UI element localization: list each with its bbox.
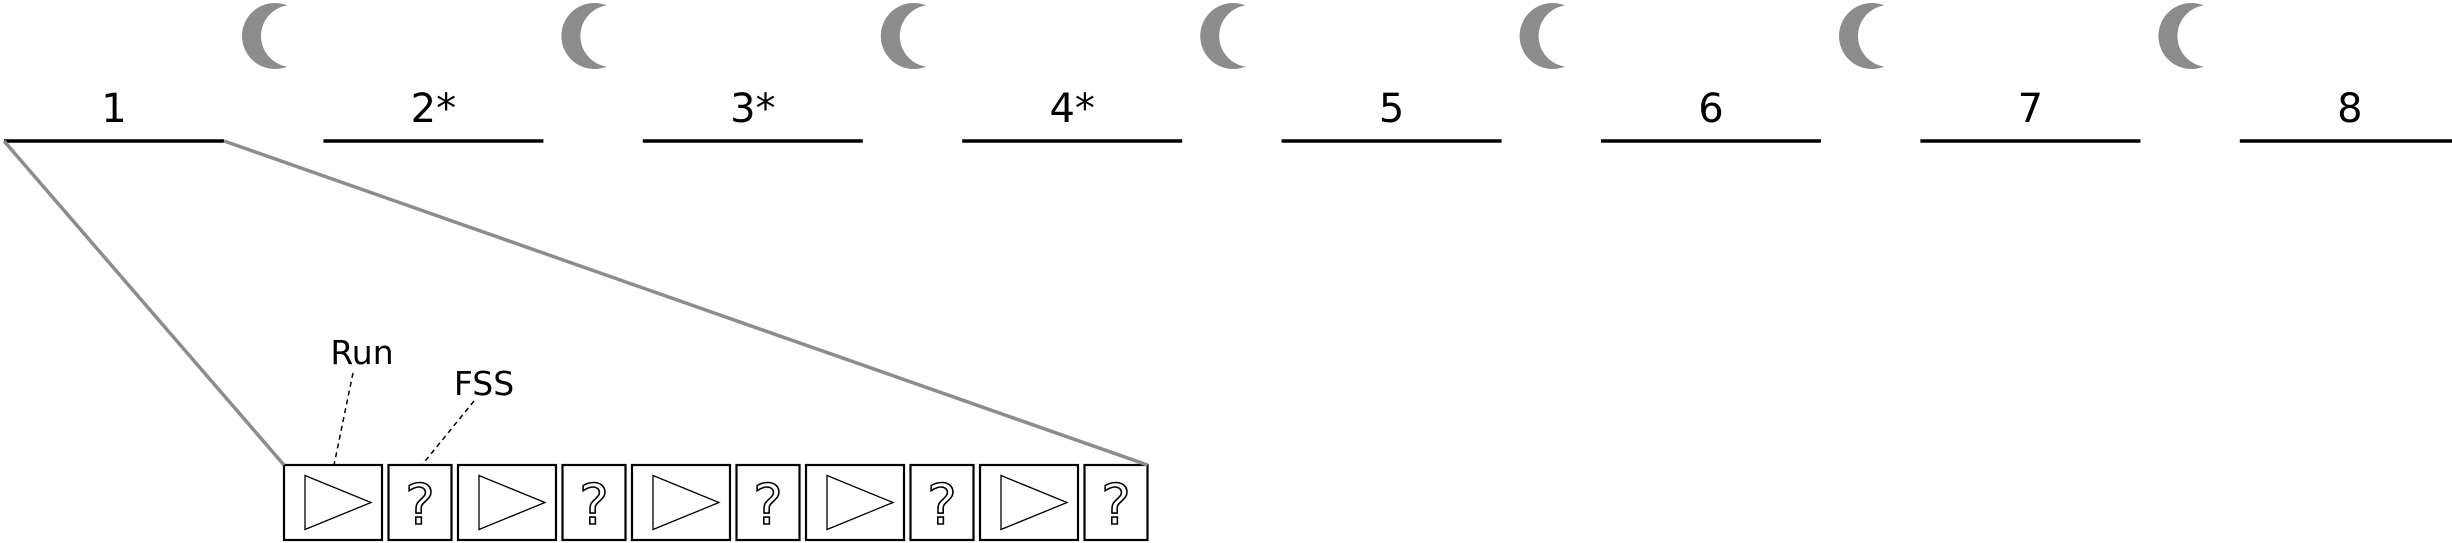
run-block (282, 463, 384, 542)
day-8: 8 (2239, 86, 2452, 143)
day-4-label: 4* (1049, 86, 1094, 132)
fss-block: ? (561, 463, 627, 542)
fss-leader-line (421, 400, 475, 466)
question-mark-icon: ? (1101, 473, 1131, 538)
day-5-label: 5 (1379, 86, 1404, 132)
crescent-moon-icon (561, 3, 628, 69)
day-1: 1 (4, 3, 308, 143)
fss-annotation: FSS (454, 364, 514, 403)
run-block (978, 463, 1080, 542)
day-2-label: 2* (411, 86, 456, 132)
day-2: 2* (323, 3, 628, 143)
day-3-label: 3* (730, 86, 775, 132)
day-6: 6 (1601, 3, 1905, 143)
play-triangle-icon (304, 474, 373, 531)
run-leader-line (333, 372, 354, 466)
day-8-label: 8 (2337, 86, 2362, 132)
day-1-label: 1 (101, 86, 126, 132)
play-triangle-icon (826, 474, 895, 531)
fss-block: ? (735, 463, 801, 542)
crescent-moon-icon (242, 3, 308, 69)
day-4: 4* (962, 3, 1267, 143)
day-7: 7 (1920, 3, 2225, 143)
run-block (456, 463, 558, 542)
fss-block: ? (909, 463, 975, 542)
play-triangle-icon (1000, 474, 1069, 531)
question-mark-icon: ? (927, 473, 957, 538)
run-block (804, 463, 906, 542)
question-mark-icon: ? (579, 473, 609, 538)
crescent-moon-icon (2158, 3, 2225, 69)
day-3: 3* (642, 3, 947, 143)
crescent-moon-icon (880, 3, 947, 69)
crescent-moon-icon (1519, 3, 1586, 69)
crescent-moon-icon (1839, 3, 1905, 69)
day-5: 5 (1281, 3, 1586, 143)
crescent-moon-icon (1200, 3, 1267, 69)
day-6-label: 6 (1698, 86, 1723, 132)
question-mark-icon: ? (405, 473, 435, 538)
run-annotation: Run (330, 333, 393, 372)
fss-block: ? (1083, 463, 1149, 542)
zoom-connector-right (223, 139, 1149, 467)
play-triangle-icon (478, 474, 547, 531)
fss-block: ? (387, 463, 453, 542)
play-triangle-icon (652, 474, 721, 531)
question-mark-icon: ? (753, 473, 783, 538)
day-columns: 1 2* 3* 4* 5 6 7 8 (4, 3, 2452, 143)
day-7-label: 7 (2018, 86, 2043, 132)
run-block (630, 463, 732, 542)
zoom-connector-left (2, 139, 286, 467)
